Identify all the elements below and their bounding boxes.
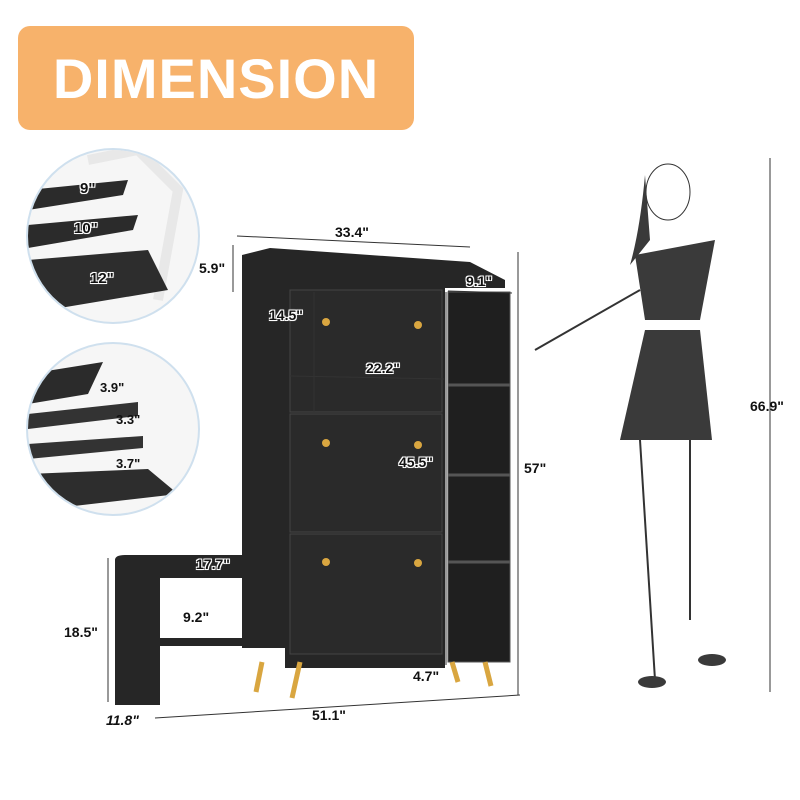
top-width-label: 33.4" (335, 224, 369, 240)
shelf-height-illustration (28, 362, 178, 509)
shelf-height-label-2: 3.3" (116, 412, 141, 427)
shelf-depth-illustration (28, 150, 184, 310)
shelf-height-label-1: 3.9" (100, 380, 125, 395)
leg-height-label: 4.7" (413, 668, 440, 684)
bench-shelf-gap-label: 9.2" (183, 609, 210, 625)
shelf-depth-label-2: 10" (74, 220, 98, 237)
total-width-label: 51.1" (312, 707, 346, 723)
drawer-stack-height-label: 45.5" (399, 454, 433, 470)
dimension-title-badge: DIMENSION (18, 26, 414, 130)
bench-depth-label: 11.8" (106, 712, 139, 728)
bench-height-label: 18.5" (64, 624, 98, 640)
top-rail-height-label: 5.9" (199, 260, 226, 276)
cabinet-height-label: 57" (524, 460, 547, 476)
shelf-depth-label-1: 9" (80, 180, 96, 197)
drawer-width-label: 22.2" (366, 360, 400, 376)
shelf-height-inset: 3.9" 3.3" 3.7" (26, 342, 200, 516)
person-figure (534, 163, 726, 688)
title-text: DIMENSION (52, 46, 380, 110)
shelf-depth-inset: 9" 10" 12" (26, 148, 200, 324)
shelf-depth-label-3: 12" (90, 270, 114, 287)
side-shelf-width-label: 9.1" (466, 273, 493, 289)
shelf-height-label-3: 3.7" (116, 456, 141, 471)
person-height-label: 66.9" (750, 398, 784, 414)
bench-seat-width-label: 17.7" (196, 556, 230, 572)
drawer-height-label: 14.5" (269, 307, 303, 323)
